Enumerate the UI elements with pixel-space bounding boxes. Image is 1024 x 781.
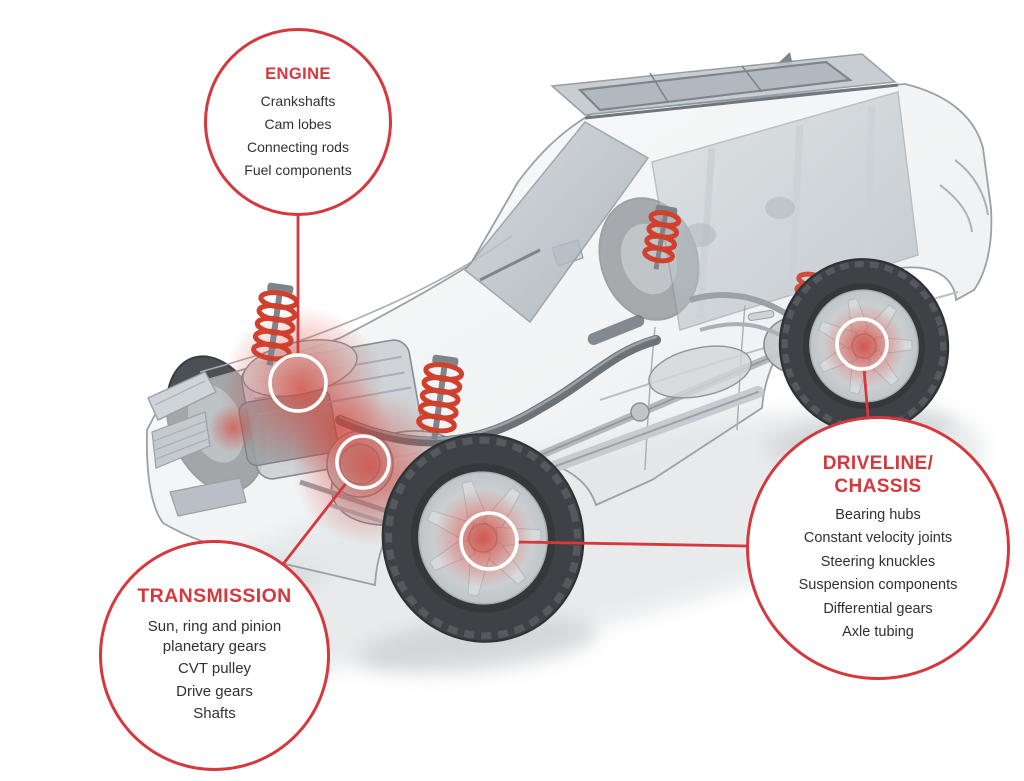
callout-item: CVT pulley <box>177 660 252 678</box>
callout-item: Axle tubing <box>842 624 914 640</box>
callout-driveline-title-line1: DRIVELINE/ <box>822 452 934 474</box>
callout-item: Shafts <box>193 705 236 723</box>
callout-item: Fuel components <box>244 161 352 178</box>
callout-driveline-items: Bearing hubs Constant velocity joints St… <box>799 504 958 645</box>
callout-item: Suspension components <box>798 577 958 593</box>
callout-transmission: TRANSMISSION Sun, ring and pinion planet… <box>99 540 330 771</box>
callout-item: Connecting rods <box>247 138 349 155</box>
callout-item: Sun, ring and pinion planetary gears <box>147 617 282 655</box>
callout-engine-items: Crankshafts Cam lobes Connecting rods Fu… <box>244 90 351 182</box>
callout-item: Cam lobes <box>264 115 332 132</box>
callout-item: Bearing hubs <box>835 506 921 523</box>
callout-transmission-title: TRANSMISSION <box>137 585 292 608</box>
callout-engine-title: ENGINE <box>265 64 331 83</box>
callout-transmission-items: Sun, ring and pinion planetary gears CVT… <box>129 614 301 727</box>
callout-item: Constant velocity joints <box>803 530 953 546</box>
callout-item: Drive gears <box>176 682 253 700</box>
callout-item: Differential gears <box>823 600 933 617</box>
callout-item: Steering knuckles <box>820 553 936 570</box>
callout-driveline-title-line2: CHASSIS <box>834 475 922 497</box>
callout-engine: ENGINE Crankshafts Cam lobes Connecting … <box>204 28 392 216</box>
callout-item: Crankshafts <box>260 92 336 109</box>
callout-driveline-chassis: DRIVELINE/ CHASSIS Bearing hubs Constant… <box>746 416 1010 680</box>
